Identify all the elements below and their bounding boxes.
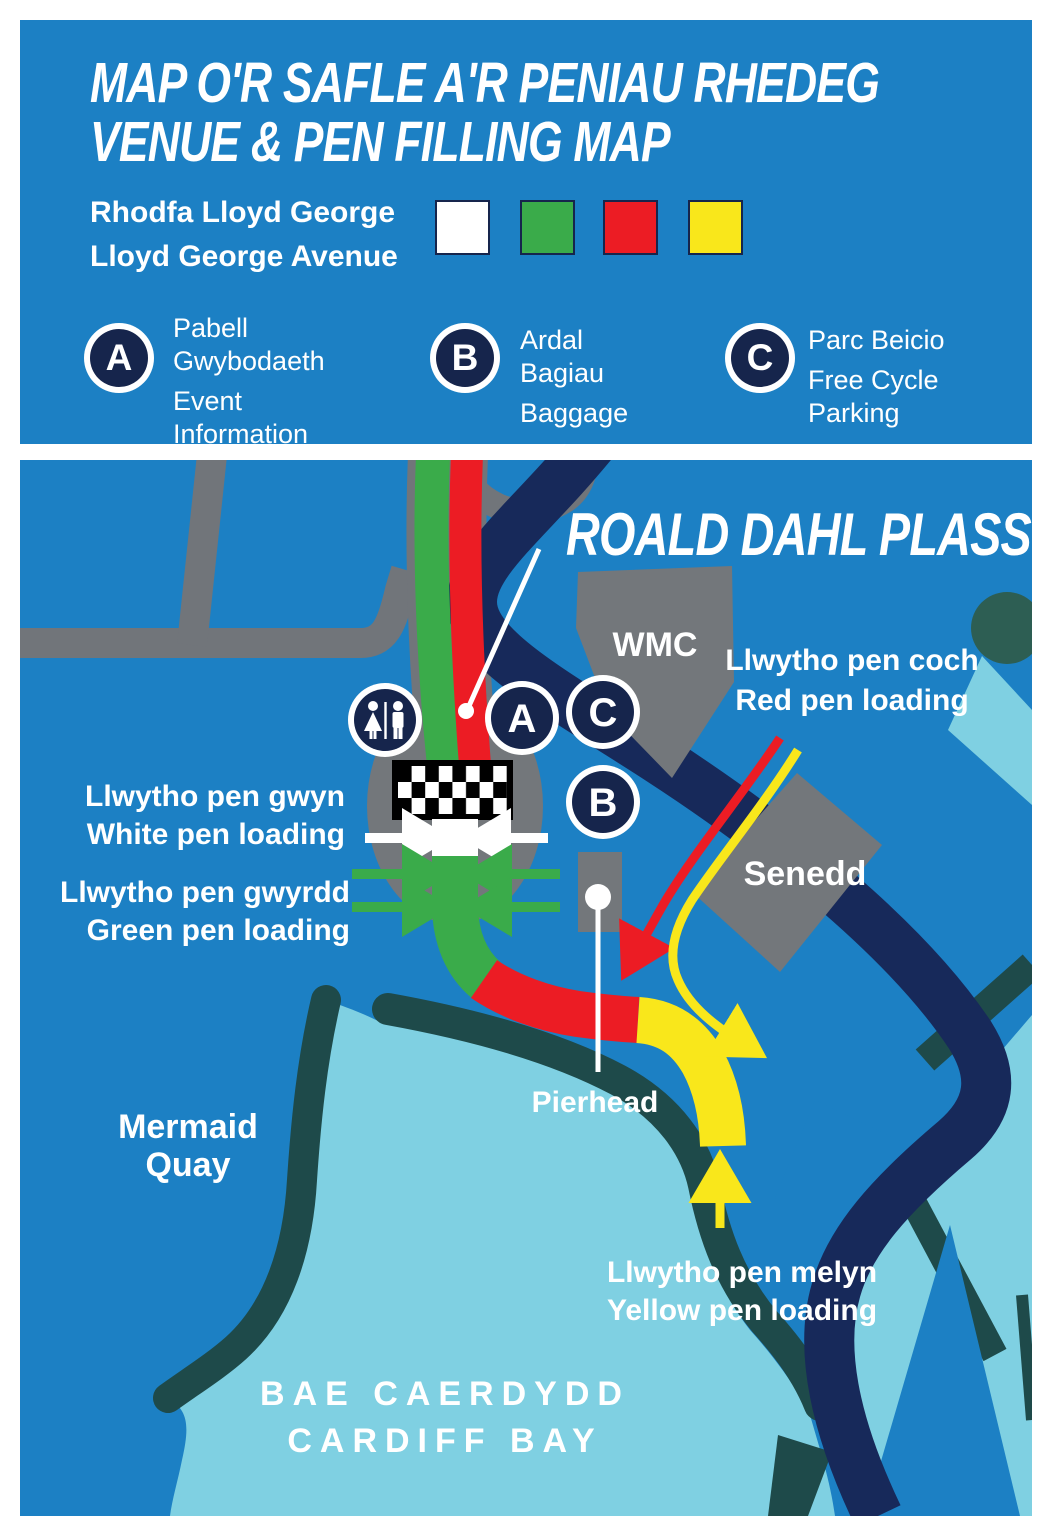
mermaid-quay-label-1: Mermaid xyxy=(118,1108,258,1146)
map-marker-c: C xyxy=(566,675,640,749)
route-green-stripe xyxy=(414,460,461,767)
legend-a-welsh-1: Pabell xyxy=(173,313,249,343)
red-pen-label-welsh: Llwytho pen coch xyxy=(725,644,978,677)
map-marker-b: B xyxy=(566,765,640,839)
svg-text:A: A xyxy=(508,697,537,741)
red-pen-label-english: Red pen loading xyxy=(735,684,968,717)
plass-leader-line xyxy=(466,547,542,708)
wmc-building xyxy=(576,566,734,778)
legend-marker-c-letter: C xyxy=(731,329,789,387)
svg-text:B: B xyxy=(589,781,618,825)
pen-swatch-red xyxy=(603,200,658,255)
red-pen-segment xyxy=(470,959,640,1043)
yellow-pen-label-welsh: Llwytho pen melyn xyxy=(607,1256,877,1289)
bay-label-welsh: BAE CAERDYDD xyxy=(260,1375,630,1413)
legend-a-welsh-2: Gwybodaeth xyxy=(173,346,325,376)
legend-c-english-1: Free Cycle xyxy=(808,365,939,395)
route-legend-english: Lloyd George Avenue xyxy=(90,240,398,273)
green-pen-label-welsh: Llwytho pen gwyrdd xyxy=(60,876,350,909)
page-title-english: VENUE & PEN FILLING MAP xyxy=(90,110,671,174)
legend-b-english-1: Baggage xyxy=(520,398,629,428)
green-pen-segment xyxy=(432,856,502,998)
senedd-building xyxy=(692,773,882,972)
legend-c-english-2: Parking xyxy=(808,398,900,428)
red-loading-arrow xyxy=(619,735,784,981)
bay-label-english: CARDIFF BAY xyxy=(287,1422,602,1460)
toilets-icon xyxy=(348,683,422,757)
legend-marker-a: A xyxy=(84,323,154,393)
venue-map: A C B ROALD DAHL PLASS WMC Senedd Pierhe… xyxy=(20,460,1032,1516)
yellow-pen-segment xyxy=(635,997,746,1148)
white-pen-label-english: White pen loading xyxy=(87,818,345,851)
legend-marker-a-letter: A xyxy=(90,329,148,387)
pen-swatch-yellow xyxy=(688,200,743,255)
legend-b-welsh-2: Bagiau xyxy=(520,358,605,388)
legend-a-english-2: Information xyxy=(173,419,309,449)
mermaid-quay-label-2: Quay xyxy=(145,1146,230,1184)
wmc-label: WMC xyxy=(613,626,698,664)
svg-text:C: C xyxy=(589,691,618,735)
plass-title: ROALD DAHL PLASS xyxy=(566,501,1032,568)
legend-marker-b-letter: B xyxy=(436,329,494,387)
legend-text-c: Parc Beicio Free Cycle Parking xyxy=(808,324,945,430)
page-title-welsh: MAP O'R SAFLE A'R PENIAU RHEDEG xyxy=(90,51,880,115)
legend-text-b: Ardal Bagiau Baggage xyxy=(520,324,628,430)
pier-cap xyxy=(971,592,1032,664)
header-panel: MAP O'R SAFLE A'R PENIAU RHEDEG VENUE & … xyxy=(20,20,1032,449)
pier-inlet-water xyxy=(948,656,1032,805)
plass-leader-dot xyxy=(458,703,474,719)
white-pen-label-welsh: Llwytho pen gwyn xyxy=(85,780,345,813)
route-red-stripe xyxy=(449,460,491,767)
route-legend-welsh: Rhodfa Lloyd George xyxy=(90,196,396,229)
pen-swatch-green xyxy=(520,200,575,255)
road-diagonal xyxy=(177,460,227,647)
page-title: MAP O'R SAFLE A'R PENIAU RHEDEG VENUE & … xyxy=(90,54,1052,172)
legend-b-welsh-1: Ardal xyxy=(520,325,584,355)
dock-land-2 xyxy=(865,1225,1020,1516)
map-marker-a: A xyxy=(485,681,559,755)
legend-marker-b: B xyxy=(430,323,500,393)
yellow-loading-arrow xyxy=(668,747,802,1059)
pierhead-dot xyxy=(585,884,611,910)
legend-c-welsh-1: Parc Beicio xyxy=(808,325,945,355)
legend-marker-c: C xyxy=(725,323,795,393)
pen-swatch-white xyxy=(435,200,490,255)
white-pen-segment xyxy=(432,819,478,857)
green-pen-label-english: Green pen loading xyxy=(87,914,350,947)
dock-edge-4 xyxy=(768,1435,832,1516)
checkered-flag xyxy=(398,766,507,814)
cardiff-bay-water xyxy=(168,1000,835,1516)
senedd-label: Senedd xyxy=(744,855,867,893)
road-horizontal xyxy=(20,565,421,658)
shore-edge-band xyxy=(153,985,341,1413)
legend-text-a: Pabell Gwybodaeth Event Information xyxy=(173,312,325,451)
dock-edge-3 xyxy=(1016,1294,1032,1421)
legend-a-english-1: Event xyxy=(173,386,243,416)
pierhead-label: Pierhead xyxy=(532,1086,659,1119)
yellow-pen-label-english: Yellow pen loading xyxy=(607,1294,877,1327)
